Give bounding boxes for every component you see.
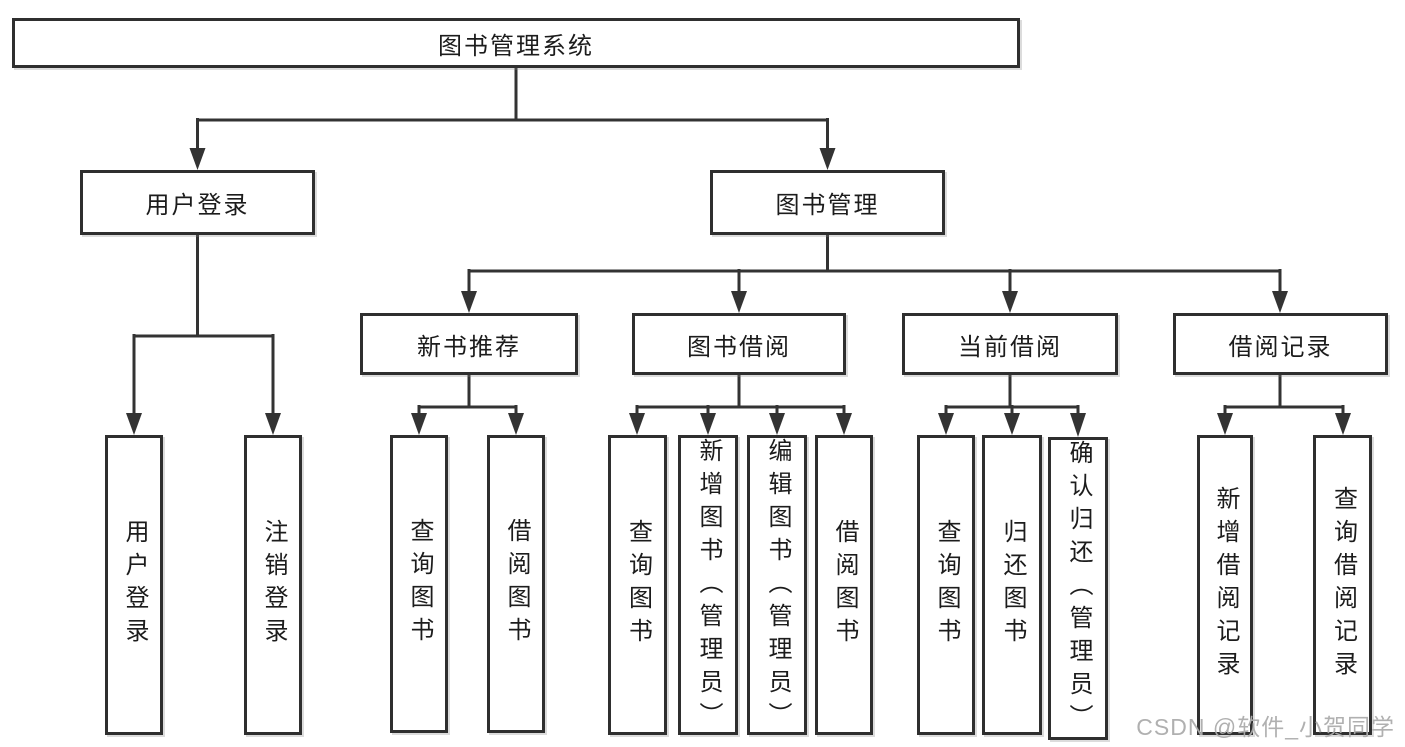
leaf-logout: 注销登录 [244,435,302,735]
leaf-user-login: 用户登录 [105,435,163,735]
edge-book-borrow-to-leaves [629,375,852,435]
node-user-login: 用户登录 [80,170,315,235]
edge-book-mgmt-to-level3 [461,235,1288,313]
leaf-current-confirm-return-admin: 确认归还（管理员） [1048,437,1108,740]
node-book-management: 图书管理 [710,170,945,235]
watermark: CSDN @软件_小贺同学 [1136,714,1395,740]
edge-root-to-level2 [189,68,836,170]
node-new-book-recommend: 新书推荐 [360,313,578,375]
leaf-borrow-add-books-admin: 新增图书（管理员） [678,435,738,735]
leaf-newbook-borrow-books: 借阅图书 [487,435,545,733]
leaf-current-query-books: 查询图书 [917,435,975,735]
leaf-current-return-books: 归还图书 [982,435,1042,735]
leaf-borrow-edit-books-admin: 编辑图书（管理员） [747,435,807,735]
leaf-records-add-record: 新增借阅记录 [1197,435,1253,735]
leaf-newbook-query-books: 查询图书 [390,435,448,733]
node-root: 图书管理系统 [12,18,1020,68]
leaf-borrow-borrow-books: 借阅图书 [815,435,873,735]
leaf-records-query-record: 查询借阅记录 [1313,435,1372,735]
edge-user-login-to-leaves [126,235,281,435]
node-book-borrow: 图书借阅 [632,313,846,375]
node-current-borrow: 当前借阅 [902,313,1118,375]
node-borrow-records: 借阅记录 [1173,313,1388,375]
edge-borrow-records-to-leaves [1217,375,1351,435]
leaf-borrow-query-books: 查询图书 [608,435,667,735]
edge-new-book-to-leaves [411,375,524,435]
edge-current-borrow-to-leaves [938,375,1086,437]
